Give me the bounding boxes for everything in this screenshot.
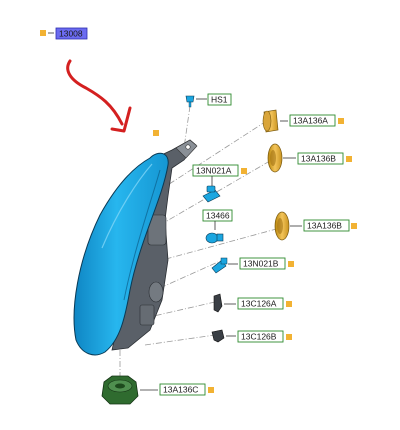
13a136b-top-marker [346,156,352,162]
13n021b-label-box [239,257,286,270]
clip-icon [211,329,225,343]
red-arrow-annotation [66,59,132,133]
13a136c-label: 13A136C [163,385,198,395]
part-13a136b-mid[interactable]: 13A136B [274,211,357,241]
part-13c126a[interactable]: 13C126A [213,293,292,313]
13c126b-label-box [237,330,284,343]
13a136a-label: 13A136A [293,116,328,126]
13466-label-box [202,209,233,222]
hs1-label: HS1 [211,95,228,105]
13c126a-label: 13C126A [241,299,277,309]
13a136c-marker [208,387,214,393]
13a136a-label-box [289,114,336,127]
main-part-label: 13008 [59,29,83,39]
13a136a-marker [338,118,344,124]
mounting-hole-icon [185,144,191,150]
headlamp-lens[interactable] [73,152,169,356]
lamp-marker [153,130,159,136]
part-13a136a[interactable]: 13A136A [262,109,344,133]
part-13466[interactable]: 13466 [202,209,233,244]
13a136b-mid-label-box [303,219,350,232]
part-13a136b-top[interactable]: 13A136B [267,143,352,173]
13n021b-label: 13N021B [243,259,279,269]
13a136b-mid-label: 13A136B [307,221,342,231]
main-part-label-box [55,27,88,40]
13n021a-label-box [192,164,239,177]
leader-lines [119,105,281,380]
housing-socket [148,281,164,303]
hs1-label-box [207,93,232,106]
13a136b-top-label-box [297,152,344,165]
13c126b-marker [286,334,292,340]
clip-icon [213,293,223,313]
screw-icon [185,95,195,103]
bulb-icon [205,232,219,244]
main-part-callout[interactable]: 13008 [40,27,88,40]
part-13n021a[interactable]: 13N021A [192,164,247,203]
13c126a-label-box [237,297,284,310]
part-13a136c[interactable]: 13A136C [101,375,214,405]
13c126b-label: 13C126B [241,332,277,342]
13a136b-top-label: 13A136B [301,154,336,164]
main-part-marker [40,30,46,36]
part-13c126b[interactable]: 13C126B [211,329,292,343]
13a136b-mid-marker [351,223,357,229]
13466-label: 13466 [206,211,230,221]
13n021b-marker [288,261,294,267]
housing-tab [139,304,155,326]
13n021a-label: 13N021A [196,166,232,176]
part-hs1[interactable]: HS1 [185,93,232,108]
headlamp-housing[interactable] [111,139,198,351]
13c126a-marker [286,301,292,307]
part-13n021b[interactable]: 13N021B [211,257,294,274]
13n021a-marker [241,168,247,174]
13a136c-label-box [159,383,206,396]
